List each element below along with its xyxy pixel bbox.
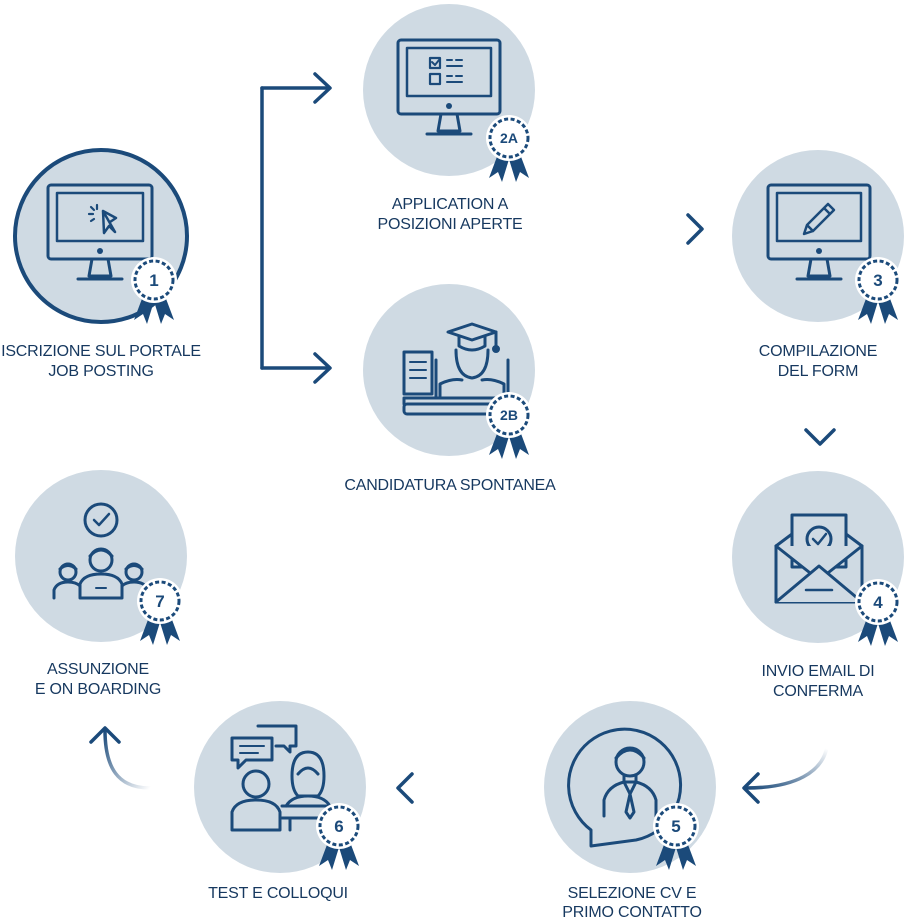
step-3-label-line1: COMPILAZIONE	[759, 343, 878, 360]
arrowhead-to-5	[742, 772, 760, 804]
step-6-label-line1: TEST E COLLOQUI	[208, 885, 348, 902]
step-5-label-line1: SELEZIONE CV E	[568, 885, 697, 902]
step-2a-label-line2: POSIZIONI APERTE	[378, 216, 523, 233]
badge-3-number: 3	[873, 271, 882, 290]
step-1: 1 ISCRIZIONE SUL PORTALE JOB POSTING	[1, 148, 201, 380]
arrowhead-to-7	[89, 726, 121, 744]
step-5: 5 SELEZIONE CV E PRIMO CONTATTO	[544, 701, 716, 921]
monitor-checklist-icon	[396, 38, 502, 136]
step-3: 3 COMPILAZIONE DEL FORM	[732, 150, 904, 380]
badge-6-number: 6	[334, 817, 343, 836]
graduate-books-icon	[402, 322, 510, 416]
step-5-label-line2: PRIMO CONTATTO	[562, 904, 701, 921]
badge-2a-number: 2A	[500, 130, 518, 146]
arrowhead-to-4	[804, 428, 836, 446]
badge-1-number: 1	[149, 271, 158, 290]
connector-4-5	[744, 735, 830, 790]
envelope-check-icon	[774, 513, 864, 604]
step-4: 4 INVIO EMAIL DI CONFERMA	[732, 471, 904, 700]
connector-6-7	[103, 728, 152, 790]
monitor-pencil-icon	[766, 183, 872, 281]
step-2b: 2B CANDIDATURA SPONTANEA	[344, 284, 556, 494]
step-3-label-line2: DEL FORM	[778, 363, 858, 380]
badge-7-number: 7	[155, 592, 164, 611]
step-2a: 2A APPLICATION A POSIZIONI APERTE	[363, 4, 535, 233]
step-7-label-line1: ASSUNZIONE	[47, 661, 149, 678]
step-4-label-line1: INVIO EMAIL DI	[761, 663, 874, 680]
badge-4-number: 4	[873, 593, 883, 612]
arrowhead-to-6	[396, 772, 414, 804]
monitor-cursor-icon	[46, 183, 154, 281]
connectors	[89, 72, 836, 804]
badge-4: 4	[855, 579, 901, 646]
badge-6: 6	[316, 803, 362, 870]
step-7-label-line2: E ON BOARDING	[35, 681, 161, 698]
step-6: 6 TEST E COLLOQUI	[194, 701, 366, 902]
badge-1: 1	[131, 257, 177, 324]
badge-5-number: 5	[671, 817, 680, 836]
step-1-label-line1: ISCRIZIONE SUL PORTALE	[1, 343, 201, 360]
step-1-label-line2: JOB POSTING	[48, 363, 153, 380]
badge-7: 7	[137, 578, 183, 645]
badge-2b: 2B	[486, 392, 532, 459]
step-4-label-line2: CONFERMA	[773, 683, 863, 700]
badge-3: 3	[855, 257, 901, 324]
step-2b-label-line1: CANDIDATURA SPONTANEA	[344, 477, 556, 494]
badge-2b-number: 2B	[500, 407, 518, 423]
arrowhead-to-2a	[313, 72, 332, 104]
step-2a-label-line1: APPLICATION A	[392, 196, 509, 213]
badge-5: 5	[653, 803, 699, 870]
step-7: 7 ASSUNZIONE E ON BOARDING	[15, 470, 187, 698]
arrowhead-to-3	[686, 213, 704, 245]
arrowhead-to-2b	[313, 352, 332, 384]
team-check-icon	[52, 502, 150, 600]
badge-2a: 2A	[486, 115, 532, 182]
